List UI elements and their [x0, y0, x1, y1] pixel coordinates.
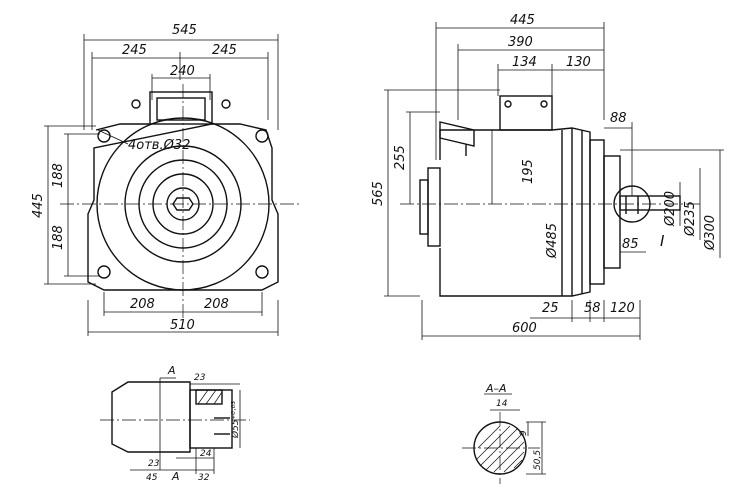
- dim-120: 120: [610, 301, 635, 316]
- dim-key-width: 14: [496, 399, 508, 409]
- section-title: A–A: [485, 382, 507, 395]
- dim-200: Ø200: [663, 191, 678, 227]
- dim-245-left: 245: [122, 43, 147, 58]
- key-hatch: [195, 389, 223, 405]
- dim-565: 565: [371, 181, 386, 206]
- dim-88: 88: [610, 111, 627, 126]
- dim-240: 240: [170, 64, 195, 79]
- dim-32: 32: [198, 473, 210, 483]
- dim-300: Ø300: [703, 215, 718, 251]
- section-mark-top: A: [167, 364, 176, 377]
- dim-188-down: 188: [51, 225, 66, 250]
- dim-key-depth: 9: [519, 430, 529, 436]
- dim-134: 134: [512, 55, 537, 70]
- side-view: 445 390 134 130 565 255: [371, 13, 724, 340]
- detail-shaft-end: A 23 Ø55⁺⁰·⁰³ 23 24 45 A 32: [100, 364, 250, 483]
- dim-208-right: 208: [204, 297, 229, 312]
- section-hatch: [475, 425, 525, 473]
- front-view: 545 245 245 240 4отв.Ø32 4: [31, 23, 300, 336]
- dim-85: 85: [622, 237, 639, 252]
- dim-section-dia: 50,5: [533, 450, 543, 470]
- dim-23-bottom: 23: [148, 459, 160, 469]
- section-mark-bottom: A: [171, 470, 180, 483]
- dim-485: Ø485: [545, 223, 560, 259]
- dim-445-length: 445: [510, 13, 535, 28]
- dim-390: 390: [508, 35, 533, 50]
- dim-195: 195: [521, 159, 536, 184]
- dim-510: 510: [170, 318, 195, 333]
- dim-45: 45: [146, 473, 158, 483]
- dim-255: 255: [393, 145, 408, 170]
- dim-25: 25: [542, 301, 559, 316]
- dim-245-right: 245: [212, 43, 237, 58]
- dim-445-height: 445: [31, 193, 46, 218]
- dim-24: 24: [200, 449, 212, 459]
- dim-600: 600: [512, 321, 537, 336]
- dim-130: 130: [566, 55, 591, 70]
- dim-188-up: 188: [51, 163, 66, 188]
- view-mark-I: I: [660, 232, 665, 250]
- dim-hole-note: 4отв.Ø32: [128, 138, 190, 153]
- dim-58: 58: [584, 301, 601, 316]
- dim-23-top: 23: [194, 373, 206, 383]
- dim-545: 545: [172, 23, 197, 38]
- detail-section-aa: A–A 14 9 50,5: [462, 382, 546, 484]
- dim-208-left: 208: [130, 297, 155, 312]
- dim-235: Ø235: [683, 201, 698, 237]
- dim-diameter: Ø55⁺⁰·⁰³: [230, 401, 241, 439]
